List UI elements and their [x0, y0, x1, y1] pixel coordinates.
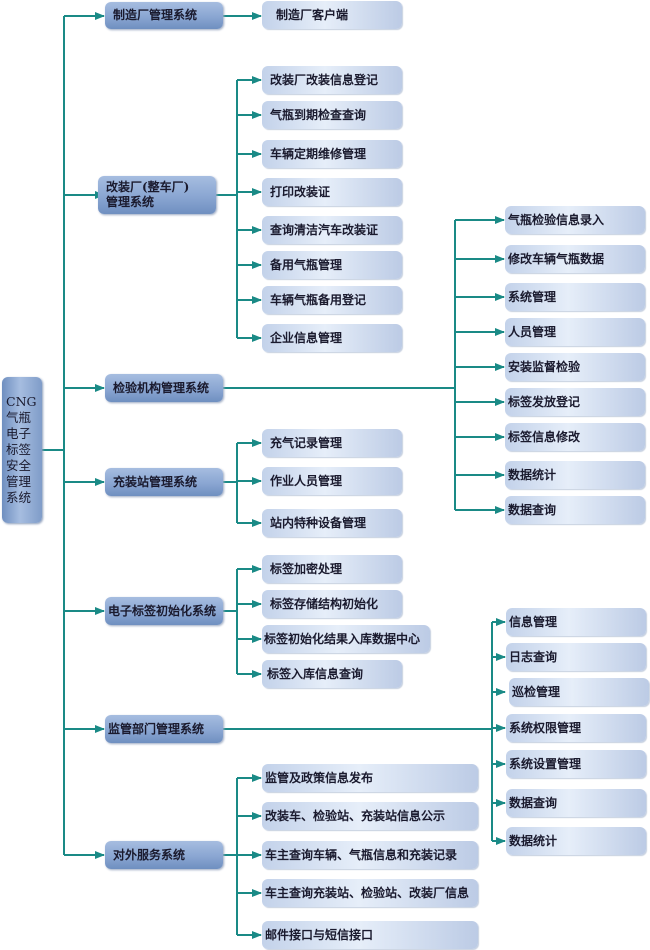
module-item[interactable]: 数据统计 [506, 827, 646, 855]
module-item[interactable]: 标签入库信息查询 [262, 660, 402, 688]
module-label: 巡检管理 [512, 684, 561, 699]
module-label: 数据查询 [508, 502, 557, 517]
module-label: 车主查询充装站、检验站、改装厂信息 [265, 885, 470, 900]
system-modification-plant[interactable]: 改装厂(整车厂) 管理系统 [98, 176, 216, 214]
module-label: 数据统计 [508, 467, 557, 482]
module-label: 人员管理 [508, 324, 557, 339]
module-label: 标签加密处理 [270, 561, 343, 576]
module-item[interactable]: 巡检管理 [509, 678, 649, 706]
module-item[interactable]: 备用气瓶管理 [262, 251, 402, 279]
module-label: 标签信息修改 [508, 429, 581, 444]
module-item[interactable]: 改装车、检验站、充装站信息公示 [262, 802, 478, 830]
module-label: 改装厂改装信息登记 [270, 72, 379, 87]
system-label: 监管部门管理系统 [108, 721, 205, 736]
module-item[interactable]: 安装监督检验 [505, 353, 645, 381]
system-external-services[interactable]: 对外服务系统 [105, 841, 223, 869]
root-node-cng-system: CNG 气瓶 电子 标签 安全 管理 系统 [2, 377, 42, 523]
root-label-line: 气瓶 [6, 410, 32, 425]
module-item[interactable]: 标签加密处理 [262, 555, 402, 583]
system-supervision-dept[interactable]: 监管部门管理系统 [105, 715, 223, 743]
module-item[interactable]: 数据统计 [505, 461, 645, 489]
module-item[interactable]: 气瓶到期检查查询 [262, 101, 402, 129]
module-label: 作业人员管理 [270, 473, 343, 488]
module-item[interactable]: 气瓶检验信息录入 [505, 206, 645, 234]
module-label: 系统权限管理 [509, 720, 582, 735]
module-item[interactable]: 监管及政策信息发布 [262, 764, 478, 792]
module-item[interactable]: 数据查询 [505, 496, 645, 524]
root-label-line: 标签 [6, 442, 32, 457]
module-item[interactable]: 企业信息管理 [262, 324, 402, 352]
system-tag-initialization[interactable]: 电子标签初始化系统 [105, 597, 223, 625]
system-label: 电子标签初始化系统 [108, 603, 217, 618]
module-label: 系统管理 [508, 289, 557, 304]
module-label: 车主查询车辆、气瓶信息和充装记录 [265, 847, 458, 862]
module-label: 企业信息管理 [270, 330, 343, 345]
module-item[interactable]: 车主查询车辆、气瓶信息和充装记录 [262, 841, 478, 869]
module-item[interactable]: 标签存储结构初始化 [262, 590, 402, 618]
module-label: 标签入库信息查询 [267, 666, 364, 681]
module-item[interactable]: 标签初始化结果入库数据中心 [262, 625, 430, 653]
module-item[interactable]: 系统权限管理 [506, 714, 646, 742]
module-label: 站内特种设备管理 [270, 515, 367, 530]
module-label: 改装车、检验站、充装站信息公示 [265, 808, 446, 823]
root-label-line: 安全 [6, 458, 32, 473]
module-label: 充气记录管理 [270, 435, 343, 450]
module-item[interactable]: 作业人员管理 [262, 467, 402, 495]
module-item[interactable]: 标签信息修改 [505, 423, 645, 451]
module-item[interactable]: 系统设置管理 [506, 750, 646, 778]
module-label: 标签发放登记 [508, 394, 581, 409]
system-label-line: 管理系统 [106, 195, 155, 209]
module-item[interactable]: 数据查询 [506, 789, 646, 817]
module-label: 备用气瓶管理 [270, 257, 343, 272]
system-manufacturer[interactable]: 制造厂管理系统 [105, 2, 223, 29]
module-item[interactable]: 车辆气瓶备用登记 [262, 286, 402, 314]
module-item[interactable]: 系统管理 [505, 283, 645, 311]
module-label: 邮件接口与短信接口 [265, 927, 374, 942]
module-label: 修改车辆气瓶数据 [508, 251, 605, 266]
root-label-line: 系统 [6, 490, 32, 505]
system-label: 检验机构管理系统 [113, 380, 210, 395]
module-label: 制造厂客户端 [276, 7, 349, 22]
system-filling-station[interactable]: 充装站管理系统 [105, 468, 223, 496]
module-item[interactable]: 日志查询 [506, 643, 646, 671]
root-label-line: 管理 [6, 474, 32, 489]
module-item[interactable]: 改装厂改装信息登记 [262, 66, 402, 94]
module-item[interactable]: 标签发放登记 [505, 388, 645, 416]
root-label: CNG 气瓶 电子 标签 安全 管理 系统 [6, 394, 37, 506]
module-item[interactable]: 邮件接口与短信接口 [262, 921, 478, 949]
module-item[interactable]: 信息管理 [506, 608, 646, 636]
system-label-line: 改装厂(整车厂) [106, 180, 190, 194]
module-label: 车辆定期维修管理 [270, 146, 367, 161]
module-label: 系统设置管理 [509, 756, 582, 771]
module-label: 标签存储结构初始化 [270, 596, 379, 611]
module-label: 气瓶检验信息录入 [508, 212, 605, 227]
root-label-line: CNG [6, 394, 37, 409]
module-item[interactable]: 修改车辆气瓶数据 [505, 245, 645, 273]
module-item[interactable]: 制造厂客户端 [262, 1, 402, 29]
module-item[interactable]: 充气记录管理 [262, 429, 402, 457]
module-label: 数据查询 [509, 795, 558, 810]
module-label: 标签初始化结果入库数据中心 [264, 631, 421, 646]
module-label: 日志查询 [509, 649, 558, 664]
module-label: 车辆气瓶备用登记 [270, 292, 367, 307]
module-item[interactable]: 车辆定期维修管理 [262, 140, 402, 168]
system-label: 充装站管理系统 [113, 474, 198, 489]
module-item[interactable]: 人员管理 [505, 318, 645, 346]
module-item[interactable]: 查询清洁汽车改装证 [262, 216, 402, 244]
system-inspection-agency[interactable]: 检验机构管理系统 [105, 374, 223, 402]
module-item[interactable]: 打印改装证 [262, 178, 402, 206]
system-label: 对外服务系统 [113, 847, 186, 862]
module-item[interactable]: 车主查询充装站、检验站、改装厂信息 [262, 879, 478, 907]
root-label-line: 电子 [6, 426, 32, 441]
module-label: 监管及政策信息发布 [265, 770, 374, 785]
module-label: 数据统计 [509, 833, 558, 848]
module-label: 安装监督检验 [508, 359, 581, 374]
module-label: 信息管理 [509, 614, 558, 629]
module-label: 打印改装证 [270, 184, 331, 199]
system-label: 制造厂管理系统 [113, 8, 198, 22]
module-label: 查询清洁汽车改装证 [270, 222, 379, 237]
module-label: 气瓶到期检查查询 [270, 107, 367, 122]
module-item[interactable]: 站内特种设备管理 [262, 509, 402, 537]
